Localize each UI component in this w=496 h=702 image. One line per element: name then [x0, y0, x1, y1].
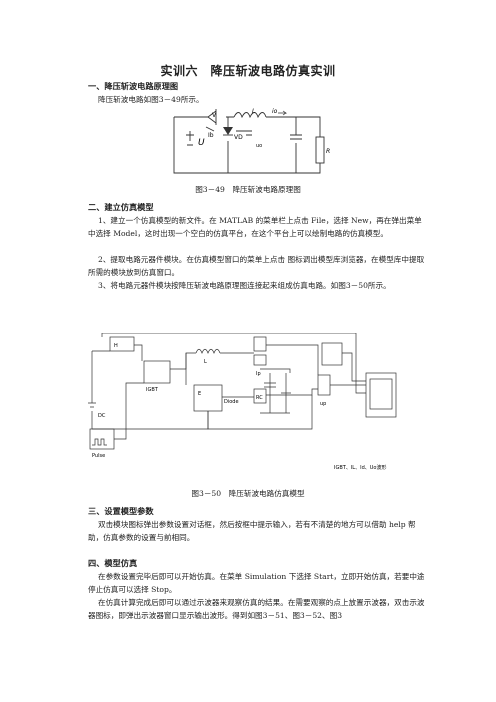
block-h: H — [114, 343, 118, 349]
label-VD: VD — [234, 134, 243, 141]
section-heading-1: 一、降压斩波电路原理图 — [88, 81, 179, 91]
block-igbt: IGBT — [146, 387, 159, 393]
label-Ib: Ib — [208, 132, 214, 139]
section-heading-2: 二、建立仿真模型 — [88, 202, 154, 212]
label-uo: uo — [256, 143, 262, 149]
paragraph: 在仿真计算完成后即可以通过示波器来观察仿真的结果。在需要观察的点上放置示波器，双… — [88, 598, 425, 620]
block-dc: DC — [98, 413, 106, 419]
paragraph: 2、提取电路元器件模块。在仿真模型窗口的菜单上点击 图标调出模型库浏览器，在模型… — [88, 255, 425, 277]
paragraph: 1、建立一个仿真模型的新文件。在 MATLAB 的菜单栏上点击 File，选择 … — [88, 216, 422, 238]
figure-caption: 图3－50 降压斩波电路仿真模型 — [191, 489, 305, 498]
paragraph: 降压斩波电路如图3－49所示。 — [98, 95, 204, 104]
label-io: io — [272, 108, 278, 115]
figure-caption: 图3－49 降压斩波电路原理图 — [195, 185, 301, 194]
block-rc: RC — [256, 395, 263, 401]
label-U: U — [198, 138, 205, 148]
paragraph: 3、将电路元器件模块按降压斩波电路原理图连接起来组成仿真电路。如图3－50所示。 — [98, 281, 391, 290]
label-V: V — [212, 112, 217, 119]
page-title: 实训六 降压斩波电路仿真实训 — [160, 64, 336, 78]
block-up: up — [320, 401, 326, 407]
block-ip: Ip — [256, 371, 261, 377]
buck-chopper-schematic: U V Ib VD L io uo R — [173, 108, 330, 174]
label-L: L — [252, 108, 255, 115]
block-diode: Diode — [224, 399, 239, 405]
simulink-model-diagram: H IGBT DC Pulse L E Diode RC Ip up IGBT、… — [88, 333, 397, 471]
block-scope: IGBT、IL、Id、Uo波形 — [334, 464, 386, 471]
block-pulse: Pulse — [92, 453, 105, 459]
section-heading-3: 三、设置模型参数 — [88, 506, 154, 516]
paragraph: 在参数设置完毕后即可以开始仿真。在菜单 Simulation 下选择 Start… — [88, 572, 425, 594]
block-e: E — [198, 391, 201, 397]
label-R: R — [326, 148, 330, 155]
paragraph: 双击模块图标弹出参数设置对话框，然后按框中提示输入，若有不清楚的地方可以借助 h… — [88, 520, 416, 542]
section-heading-4: 四、模型仿真 — [88, 558, 138, 568]
block-l: L — [204, 359, 207, 365]
